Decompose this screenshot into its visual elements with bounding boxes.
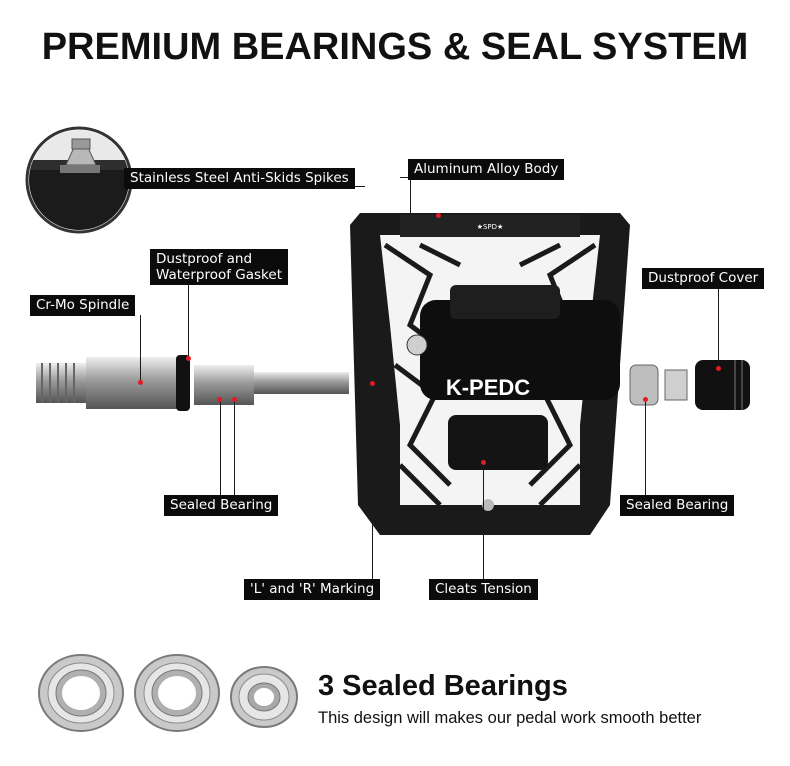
marker-dot [232,397,237,402]
label-gasket-line2: Waterproof Gasket [156,267,282,283]
spike-closeup-inset [25,126,133,234]
label-spikes: Stainless Steel Anti-Skids Spikes [124,168,355,189]
marker-dot [138,380,143,385]
marker-dot [643,397,648,402]
marker-dot [370,381,375,386]
marker-dot [186,356,191,361]
bottom-subtext: This design will makes our pedal work sm… [318,709,702,727]
marker-dot [716,366,721,371]
spindle-image [36,355,349,411]
label-gasket-line1: Dustproof and [156,251,253,267]
brand-small-mark: ★SPD★ [477,223,504,231]
label-cleats: Cleats Tension [429,579,538,600]
pedal-body-image: ★SPD★ K-PEDC [350,213,630,535]
brand-logo: K-PEDC [446,375,530,400]
marker-dot [481,460,486,465]
label-cover: Dustproof Cover [642,268,765,289]
marker-dot [217,397,222,402]
label-sealed-left: Sealed Bearing [164,495,279,516]
label-spindle: Cr-Mo Spindle [30,295,136,316]
label-body: Aluminum Alloy Body [408,159,565,180]
page-title: PREMIUM BEARINGS & SEAL SYSTEM [41,26,749,68]
bearing-icon [230,666,298,728]
marker-dot [436,213,441,218]
label-sealed-right: Sealed Bearing [620,495,735,516]
dustproof-cover-image [629,360,750,410]
bearing-icon [134,654,220,732]
bottom-heading: 3 Sealed Bearings [318,670,568,702]
bearing-icon [38,654,124,732]
label-marking: 'L' and 'R' Marking [244,579,381,600]
label-gasket: Dustproof and Waterproof Gasket [150,249,288,285]
